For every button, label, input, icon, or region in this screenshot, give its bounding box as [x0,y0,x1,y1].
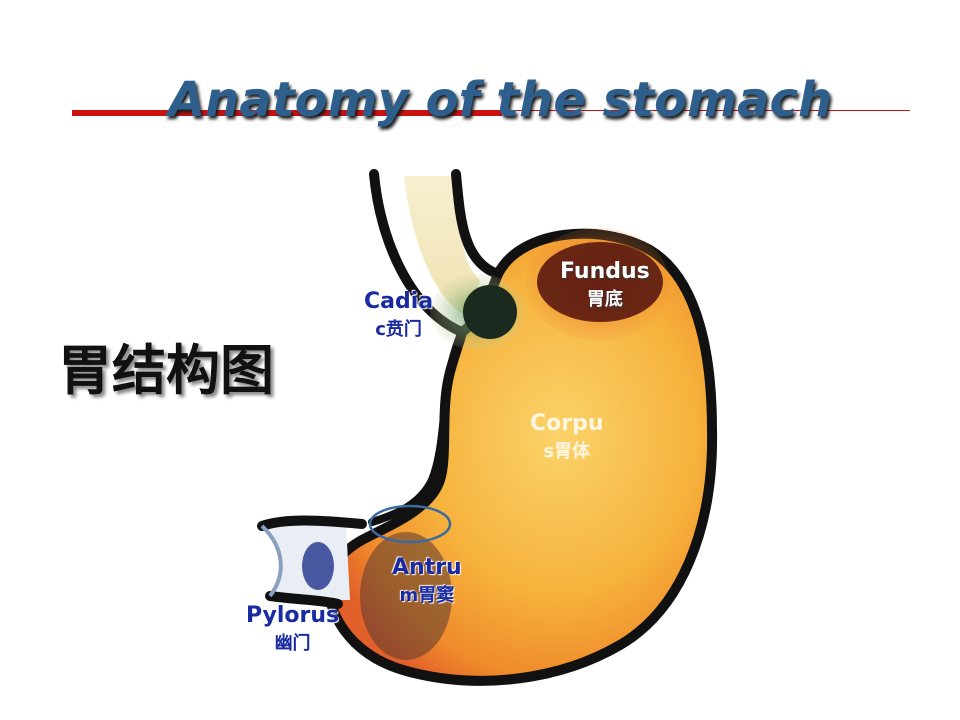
duodenum-top-wall [257,515,367,531]
cardia-region [463,285,517,339]
label-cardiac-cn: c贲门 [375,319,422,340]
slide-title: Anatomy of the stomach [168,72,833,128]
label-antrum: Antru m胃窦 [392,554,462,610]
label-corpus-en: Corpu [530,411,604,436]
title-rule-left [72,110,502,116]
pylorus-region [302,542,334,590]
fundus-region [537,242,663,322]
label-antrum-en: Antru [392,555,462,580]
label-corpus: Corpu s胃体 [530,410,604,466]
angular-notch-marker [368,504,452,544]
duodenum-bottom-wall [265,591,343,609]
label-corpus-cn: s胃体 [543,441,591,462]
label-fundus-en: Fundus [560,259,650,284]
label-pylorus: Pylorus 幽门 [246,602,339,658]
lesser-curvature [368,328,466,526]
title-rule-right [500,110,910,111]
label-fundus-cn: 胃底 [586,289,623,310]
label-pylorus-en: Pylorus [246,603,340,628]
esophagus-right-wall [451,169,503,279]
antrum-region [360,532,452,660]
label-cardiac-en: Cadia [364,289,434,314]
label-fundus: Fundus 胃底 [560,258,650,314]
label-antrum-cn: m胃窦 [399,585,455,606]
chinese-heading: 胃结构图 [58,339,274,402]
duodenum-end [260,524,283,598]
label-cardiac: Cadia c贲门 [364,288,433,344]
label-pylorus-cn: 幽门 [274,633,311,654]
